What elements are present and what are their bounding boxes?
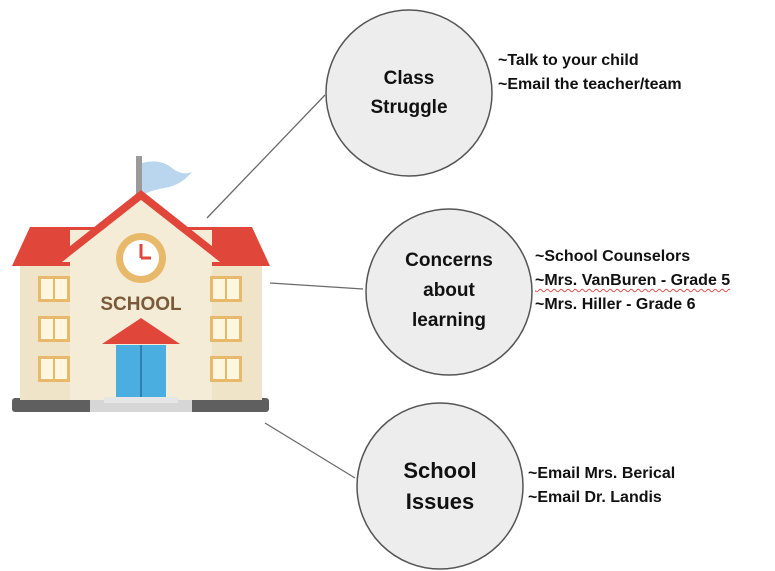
list-item: ~Talk to your child [498,52,639,69]
list-item: ~Email Mrs. Berical [528,465,676,482]
circle-class-struggle [325,9,493,177]
school-building-icon: SCHOOL [12,156,270,412]
notes-concerns: ~School Counselors ~Mrs. VanBuren - Grad… [535,245,730,317]
list-item: ~Mrs. Hiller - Grade 6 [535,296,696,313]
node-title-class-struggle: Class Struggle [370,68,448,118]
list-item: ~School Counselors [535,248,691,265]
list-item: ~Mrs. VanBuren - Grade 5 [535,272,731,289]
connector-line-concerns [269,282,364,290]
school-sign-text: SCHOOL [100,294,182,315]
node-title-school-issues: School Issues [403,458,477,514]
notes-class-struggle: ~Talk to your child ~Email the teacher/t… [498,49,682,97]
circle-school-issues [356,402,524,570]
list-item: ~Email the teacher/team [498,76,682,93]
list-item: ~Email Dr. Landis [528,489,662,506]
connector-line-school-issues [264,422,356,479]
node-title-concerns: Concerns about learning [405,250,493,331]
circle-concerns [365,208,533,376]
connector-line-class-struggle [206,94,326,219]
notes-school-issues: ~Email Mrs. Berical ~Email Dr. Landis [528,462,675,510]
